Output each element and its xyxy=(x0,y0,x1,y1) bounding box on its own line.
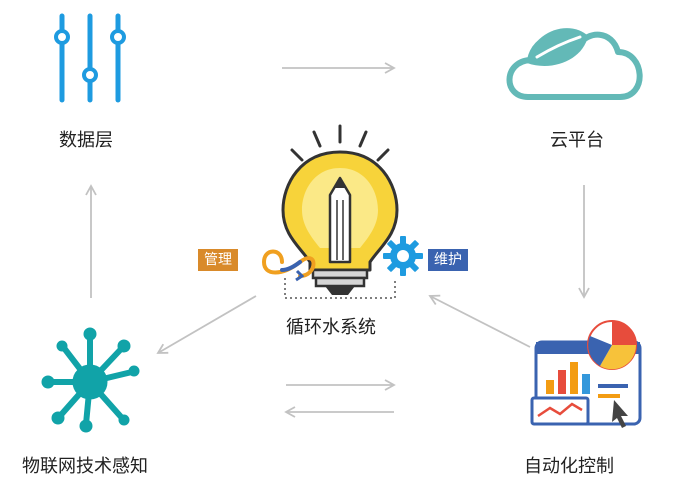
flow-arrows xyxy=(85,62,590,418)
leaf-cloud-icon xyxy=(506,28,643,100)
arrow-center-to-iot xyxy=(156,295,257,354)
network-node-icon xyxy=(41,327,140,433)
node-label-data-layer: 数据层 xyxy=(59,130,113,151)
lightbulb-pencil-icon xyxy=(281,124,399,299)
node-label-center: 循环水系统 xyxy=(286,317,376,338)
dashboard-charts-icon xyxy=(530,320,642,428)
node-label-automation: 自动化控制 xyxy=(524,456,614,477)
badge-manage: 管理 xyxy=(198,249,238,271)
gear-icon xyxy=(383,236,423,276)
arrow-automation-to-center xyxy=(428,294,531,348)
sliders-icon xyxy=(54,13,126,103)
node-label-iot: 物联网技术感知 xyxy=(22,456,148,477)
infinity-icon xyxy=(261,249,316,282)
node-label-cloud-platform: 云平台 xyxy=(550,130,604,151)
badge-maintain: 维护 xyxy=(428,249,468,271)
